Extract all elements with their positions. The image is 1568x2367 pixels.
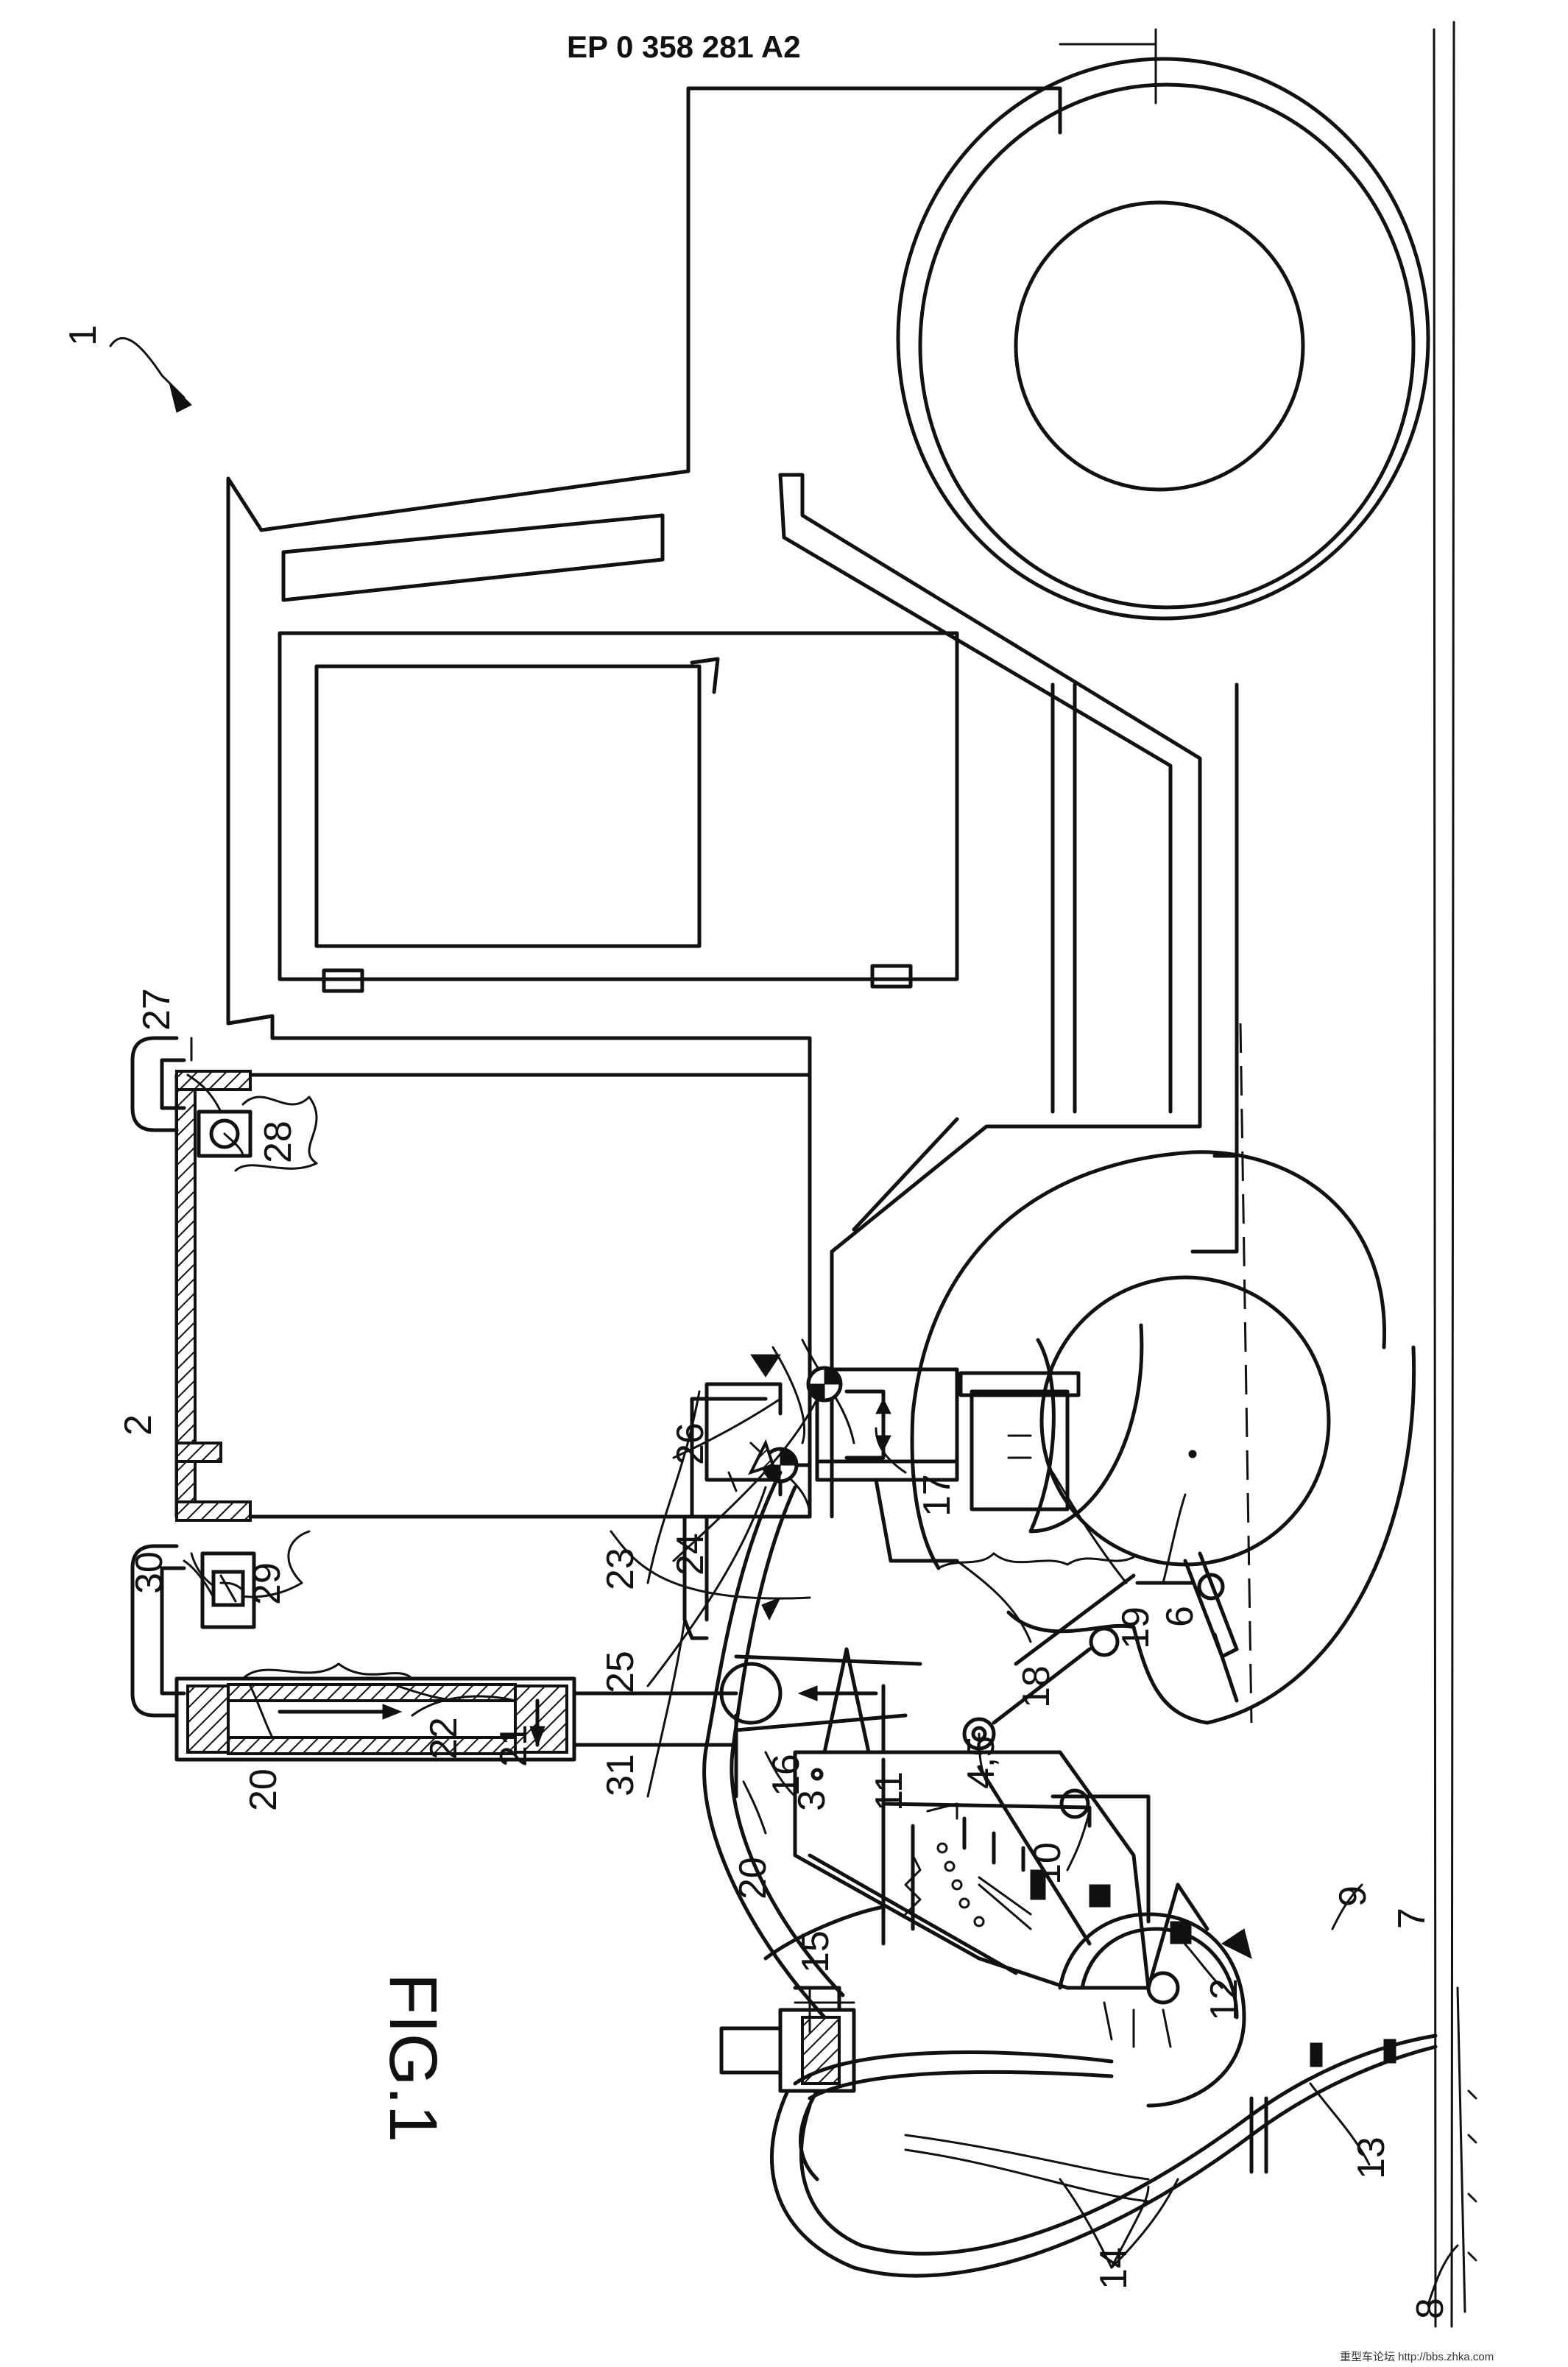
hose-16 [702, 1470, 845, 2019]
label-16: 16 [765, 1754, 808, 1796]
mower-frame [793, 1750, 1192, 1990]
watermark: 重型车论坛 http://bbs.zhka.com [1340, 2351, 1494, 2363]
implement-linkage [962, 1551, 1239, 1751]
vent-pipe-27 [130, 1036, 252, 1158]
label-1: 1 [62, 325, 105, 346]
label-28: 28 [257, 1121, 300, 1163]
three-point-hitch [763, 1647, 886, 1961]
filter-assembly [174, 1662, 738, 1762]
housing-19 [874, 1371, 1081, 1563]
rear-wheel [896, 57, 1430, 621]
reference-labels: 1 2 27 28 30 29 26 24 23 25 31 17 19 18 … [62, 325, 1452, 2319]
label-14: 14 [1092, 2247, 1135, 2290]
tank-2 [174, 1070, 855, 1600]
label-23: 23 [599, 1548, 642, 1590]
label-19: 19 [1115, 1606, 1157, 1649]
label-22: 22 [423, 1717, 465, 1760]
label-12: 12 [1203, 1978, 1246, 2021]
label-6: 6 [1159, 1606, 1201, 1627]
label-18: 18 [1015, 1665, 1058, 1708]
label-24: 24 [669, 1533, 712, 1576]
label-11: 11 [868, 1771, 911, 1811]
hose-14 [770, 2033, 1438, 2278]
rotor-7 [1058, 1883, 1252, 2108]
label-15: 15 [794, 1930, 837, 1973]
leader-lines [183, 1073, 1459, 2306]
tractor-body [226, 86, 1239, 1519]
pump-15 [719, 1986, 856, 2181]
chain-12 [904, 1816, 1046, 1931]
figure-caption: FIG.1 [375, 1973, 451, 2142]
label-2: 2 [117, 1414, 160, 1436]
label-8: 8 [1409, 2298, 1452, 2319]
label-31: 31 [599, 1754, 642, 1796]
label-21: 21 [492, 1724, 535, 1767]
label-30: 30 [128, 1551, 171, 1594]
ground-line [1059, 21, 1455, 2328]
label-7: 7 [1391, 1908, 1433, 1929]
label-20-left: 20 [242, 1768, 285, 1811]
label-20-right: 20 [732, 1857, 774, 1899]
label-10: 10 [1026, 1842, 1069, 1885]
publication-number: EP 0 358 281 A2 [567, 29, 801, 64]
chassis-frame [778, 473, 1202, 1519]
label-3: 3 [791, 1790, 833, 1811]
label-25: 25 [599, 1651, 642, 1693]
valve-group [690, 1354, 959, 1519]
cab [278, 513, 959, 993]
label-27: 27 [135, 988, 178, 1031]
label-17: 17 [916, 1474, 958, 1517]
label-29: 29 [246, 1562, 289, 1605]
water-surface-8 [1456, 1986, 1477, 2313]
vent-pipe-30 [130, 1544, 256, 1718]
